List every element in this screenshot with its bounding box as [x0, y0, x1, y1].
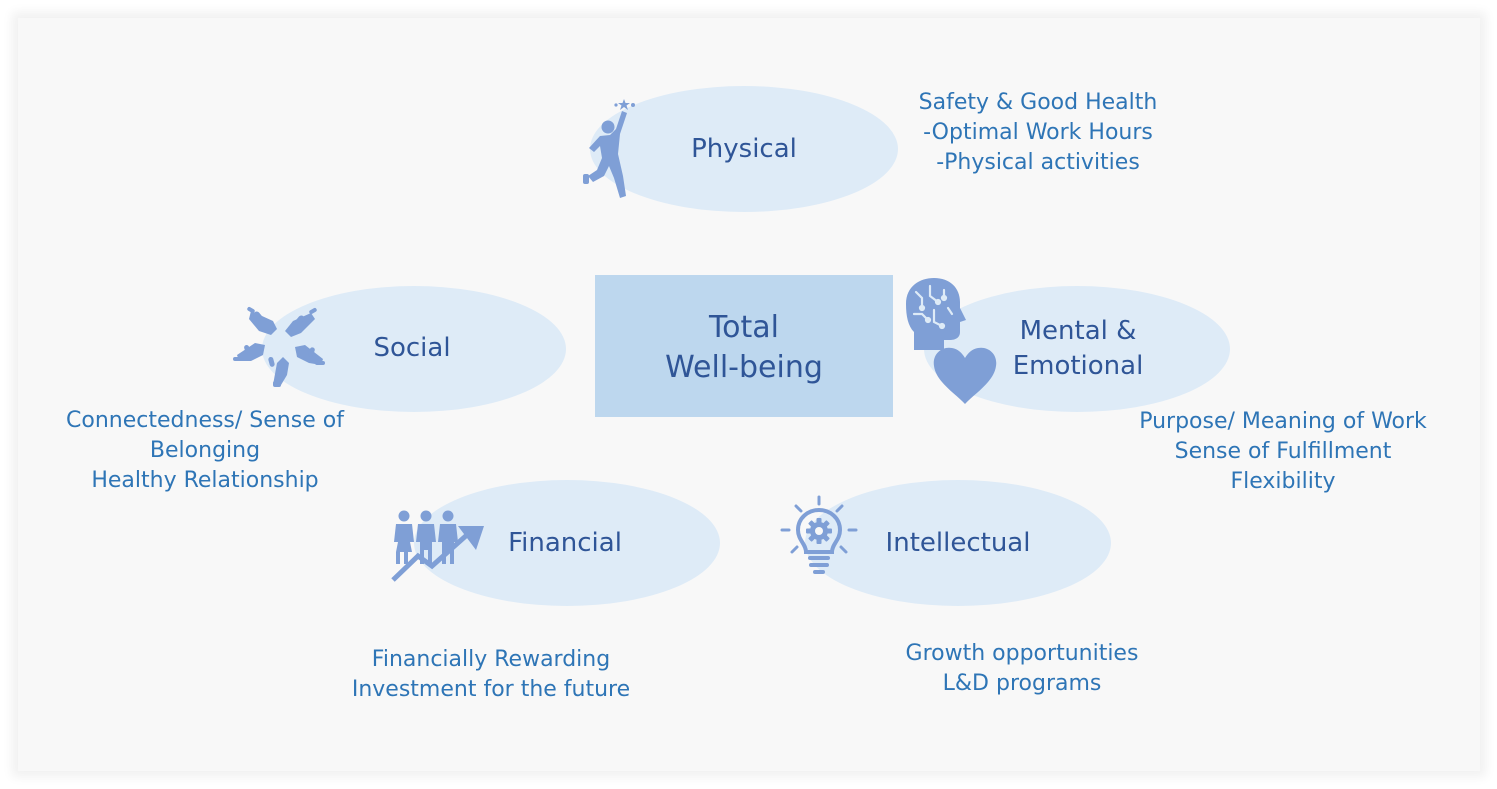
physical-detail-item: Safety & Good Health [918, 90, 1158, 115]
intellectual-detail-item: Growth opportunities [905, 641, 1139, 666]
center-box [595, 275, 893, 417]
mental-label-line2: Emotional [1012, 351, 1144, 381]
person-reaching-star-icon [583, 99, 635, 198]
mental-label: Mental & Emotional [978, 314, 1178, 384]
mental-details: Purpose/ Meaning of Work Sense of Fulfil… [1118, 407, 1448, 497]
financial-detail-item: Financially Rewarding [371, 647, 611, 672]
social-label: Social [373, 333, 451, 363]
physical-ellipse [590, 86, 898, 212]
mental-label-line1: Mental & [1019, 316, 1137, 346]
mental-detail-item: Purpose/ Meaning of Work [1139, 409, 1427, 434]
center-title-line1: Total [708, 310, 780, 345]
people-growth-arrow-icon [391, 510, 484, 582]
social-detail-item: Healthy Relationship [91, 468, 319, 493]
social-detail-item: Belonging [149, 438, 261, 463]
mental-detail-item: Flexibility [1230, 469, 1336, 494]
lightbulb-gear-icon [780, 495, 858, 574]
financial-ellipse [414, 480, 720, 606]
financial-label: Financial [508, 528, 622, 558]
center-title-line2: Well-being [665, 350, 823, 385]
financial-details: Financially Rewarding Investment for the… [331, 645, 651, 705]
social-details: Connectedness/ Sense of Belonging Health… [45, 406, 365, 496]
hands-circle-icon [233, 307, 325, 387]
intellectual-ellipse [805, 480, 1111, 606]
head-brain-heart-icon [906, 278, 997, 404]
social-detail-item: Connectedness/ Sense of [66, 408, 344, 433]
physical-label: Physical [691, 134, 797, 164]
physical-detail-item: -Optimal Work Hours [923, 120, 1153, 145]
intellectual-label: Intellectual [885, 528, 1031, 558]
intellectual-detail-item: L&D programs [942, 671, 1102, 696]
physical-detail-item: -Physical activities [936, 150, 1140, 175]
center-title: Total Well-being [595, 308, 893, 388]
intellectual-details: Growth opportunities L&D programs [872, 639, 1172, 699]
financial-detail-item: Investment for the future [351, 677, 631, 702]
mental-detail-item: Sense of Fulfillment [1174, 439, 1392, 464]
physical-details: Safety & Good Health -Optimal Work Hours… [888, 88, 1188, 178]
